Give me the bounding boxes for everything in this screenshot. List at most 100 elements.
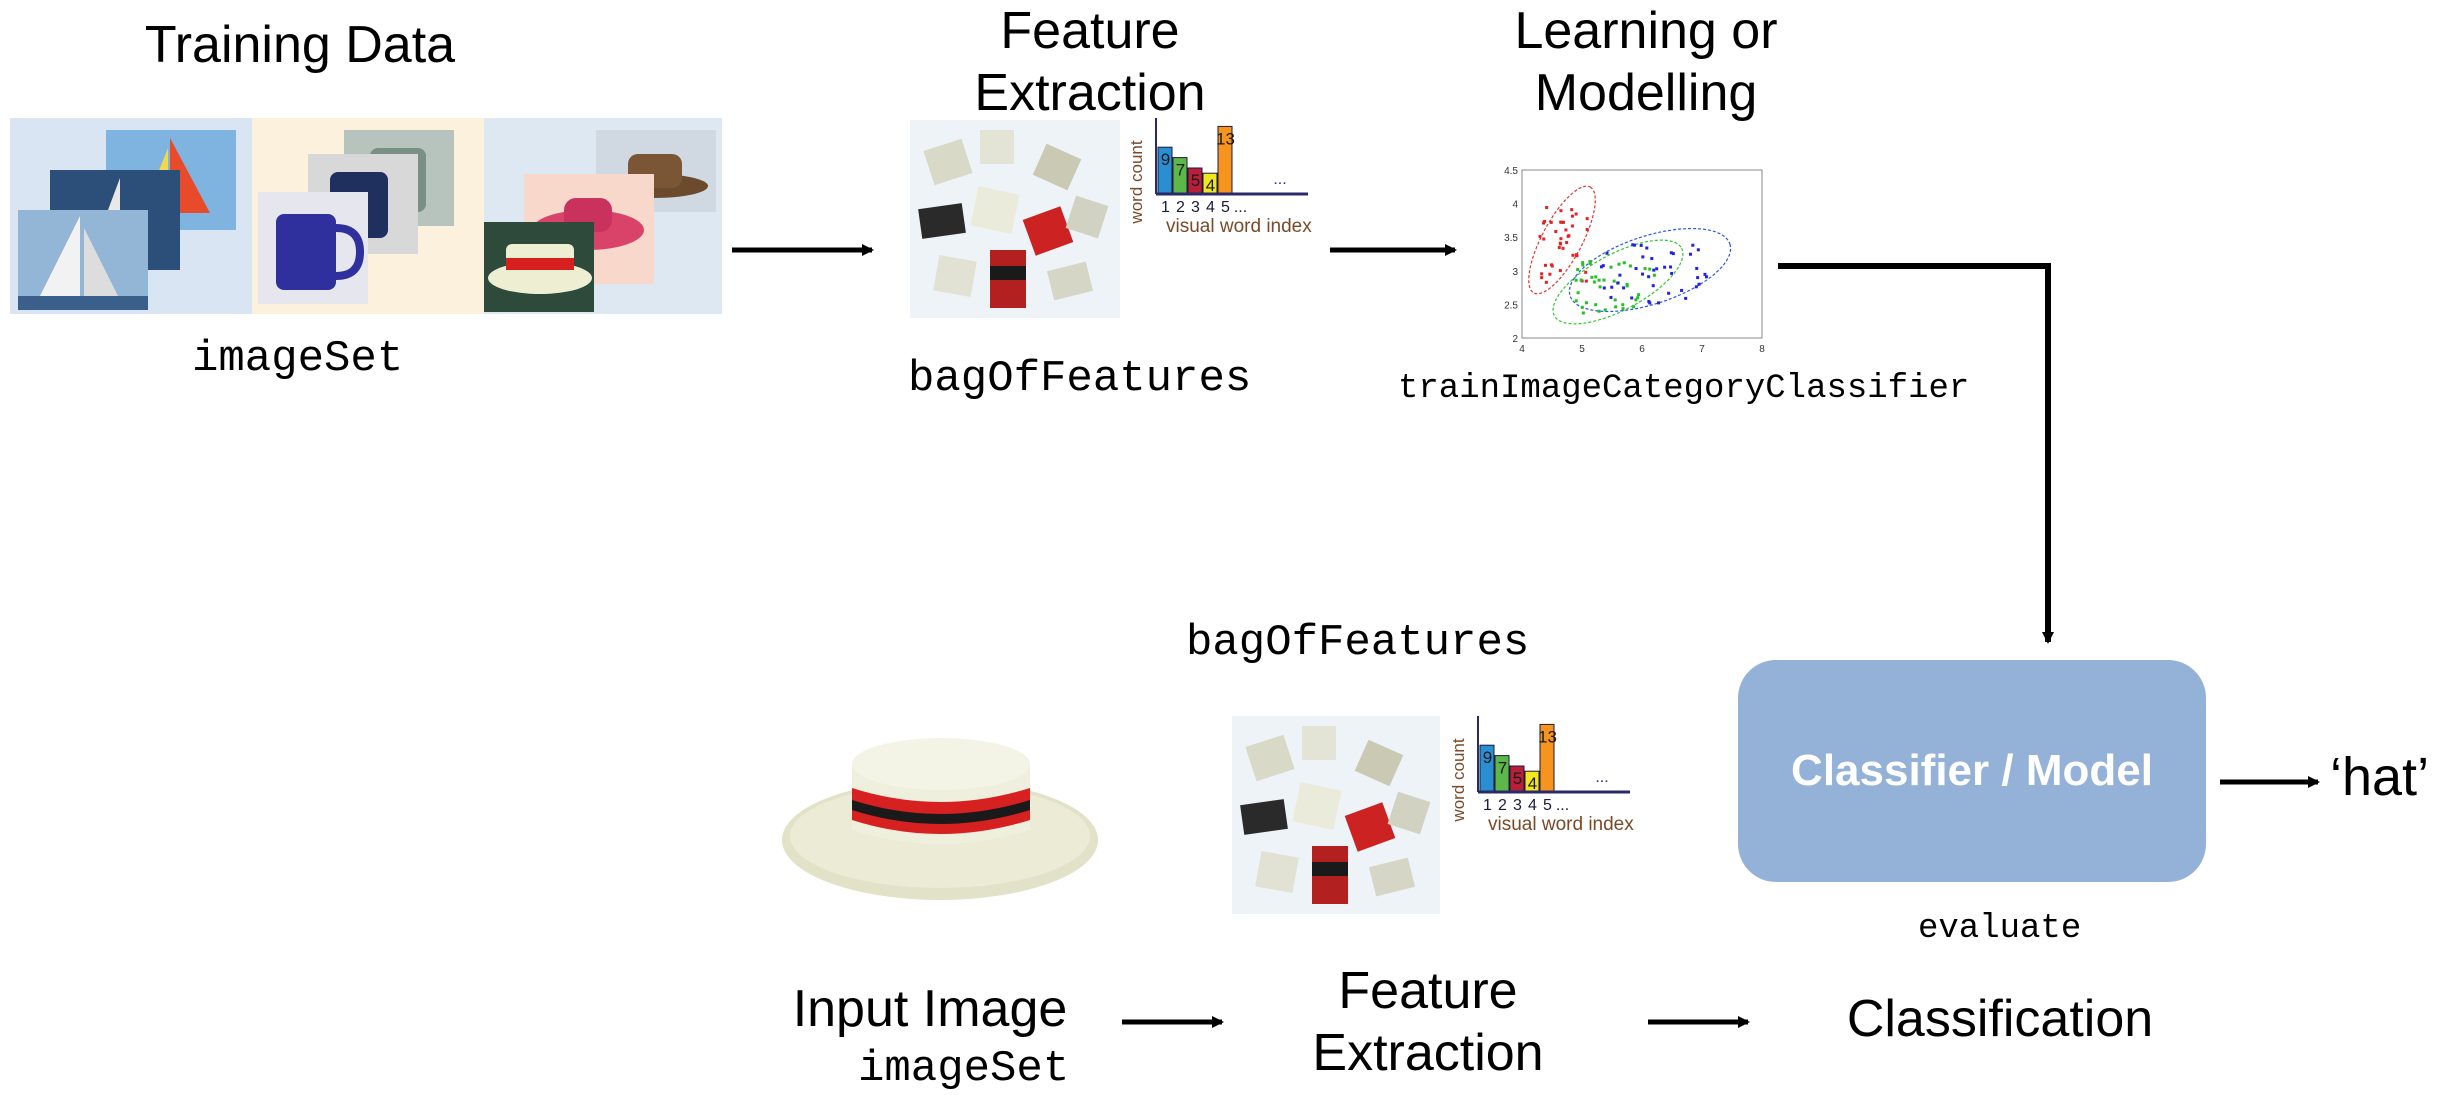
scatter-point	[1594, 303, 1598, 307]
scatter-point	[1613, 298, 1617, 302]
histogram-ylabel: word count	[1127, 140, 1146, 224]
histogram-tick-label: ...	[1556, 797, 1569, 814]
bottom-feature-title-line1: Feature	[1338, 962, 1518, 1020]
scatter-cluster-green	[1552, 239, 1684, 325]
scatter-point	[1643, 267, 1647, 271]
scatter-point	[1570, 214, 1574, 218]
scatter-point	[1671, 252, 1675, 256]
histogram-tick-label: 5	[1221, 199, 1230, 216]
scatter-point	[1590, 275, 1594, 279]
scatter-point	[1581, 261, 1585, 265]
scatter-point	[1559, 209, 1563, 213]
classification-title: Classification	[1846, 990, 2154, 1048]
scatter-point	[1567, 234, 1571, 238]
top-feature-patches	[910, 120, 1120, 318]
scatter-point	[1542, 237, 1546, 241]
scatter-point	[1584, 270, 1588, 274]
histogram-tick-label: 1	[1483, 797, 1492, 814]
scatter-point	[1628, 264, 1632, 268]
classifier-model-box: Classifier / Model	[1738, 660, 2206, 882]
scatter-point	[1688, 252, 1692, 256]
scatter-point	[1631, 243, 1635, 247]
mug-icon	[258, 130, 454, 304]
top-feature-title-line2: Extraction	[974, 64, 1206, 122]
scatter-point	[1592, 280, 1596, 284]
scatter-point	[1597, 309, 1601, 313]
scatter-point	[1694, 285, 1698, 289]
scatter-point	[1564, 228, 1568, 232]
scatter-point	[1667, 291, 1671, 295]
input-image-title: Input Image	[792, 980, 1068, 1038]
scatter-point	[1616, 281, 1620, 285]
histogram-tick-label: ...	[1234, 199, 1247, 216]
classifier-model-label: Classifier / Model	[1791, 746, 2153, 795]
histogram-bar-label: 9	[1161, 150, 1170, 169]
histogram-bar-label: 7	[1176, 161, 1185, 180]
input-hat-image	[780, 712, 1102, 908]
scatter-point	[1574, 253, 1578, 257]
scatter-y-tick: 3	[1512, 267, 1518, 278]
histogram-tick-label: 2	[1176, 199, 1185, 216]
scatter-point	[1538, 234, 1542, 238]
histogram-tick-label: 4	[1528, 797, 1537, 814]
scatter-point	[1621, 303, 1625, 307]
scatter-point	[1550, 263, 1554, 267]
scatter-point	[1558, 269, 1562, 273]
scatter-x-tick: 5	[1579, 344, 1585, 355]
scatter-point	[1558, 241, 1562, 245]
scatter-point	[1585, 217, 1589, 221]
scatter-point	[1571, 253, 1575, 257]
histogram-xlabel: visual word index	[1166, 216, 1312, 237]
scatter-point	[1639, 243, 1643, 247]
scatter-point	[1545, 206, 1549, 210]
scatter-point	[1669, 265, 1673, 269]
scatter-y-tick: 2	[1512, 334, 1518, 345]
scatter-point	[1609, 265, 1613, 269]
scatter-point	[1584, 279, 1588, 283]
sailboat-images	[10, 118, 252, 314]
hat-icon	[484, 130, 716, 312]
top-feature-title-line1: Feature	[1000, 2, 1180, 60]
scatter-point	[1559, 237, 1563, 241]
sailboat-icon	[18, 130, 236, 310]
bottom-feature-patches	[1232, 716, 1440, 914]
scatter-point	[1622, 286, 1626, 290]
scatter-point	[1703, 272, 1707, 276]
scatter-point	[1617, 262, 1621, 266]
scatter-point	[1684, 296, 1688, 300]
scatter-point	[1641, 272, 1645, 276]
histogram-more-label: ...	[1595, 769, 1608, 786]
scatter-point	[1652, 273, 1656, 277]
histogram-bar-label: 13	[1538, 727, 1557, 746]
scatter-point	[1647, 275, 1651, 279]
scatter-point	[1657, 301, 1661, 305]
scatter-point	[1580, 305, 1584, 309]
scatter-point	[1574, 212, 1578, 216]
training-images	[10, 118, 722, 314]
scatter-point	[1695, 266, 1699, 270]
histogram-more-label: ...	[1273, 171, 1286, 188]
top-feature-title: Feature Extraction	[890, 0, 1290, 124]
learning-title-line2: Modelling	[1534, 64, 1758, 122]
learning-title: Learning or Modelling	[1446, 0, 1846, 124]
histogram-bar-label: 4	[1528, 774, 1537, 793]
scatter-point	[1697, 282, 1701, 286]
top-bagoffeatures-code: bagOfFeatures	[908, 354, 1252, 404]
image-patches-icon	[918, 130, 1109, 308]
scatter-point	[1581, 311, 1585, 315]
scatter-point	[1610, 285, 1614, 289]
scatter-point	[1560, 220, 1564, 224]
scatter-point	[1585, 227, 1589, 231]
scatter-point	[1576, 291, 1580, 295]
histogram-tick-label: 1	[1161, 199, 1170, 216]
histogram-tick-label: 4	[1206, 199, 1215, 216]
scatter-cluster-red	[1528, 185, 1596, 295]
scatter-point	[1561, 246, 1565, 250]
histogram-bar-label: 5	[1191, 171, 1200, 190]
scatter-point	[1576, 268, 1580, 272]
scatter-point	[1540, 272, 1544, 276]
scatter-point	[1650, 257, 1654, 261]
scatter-point	[1598, 285, 1602, 289]
